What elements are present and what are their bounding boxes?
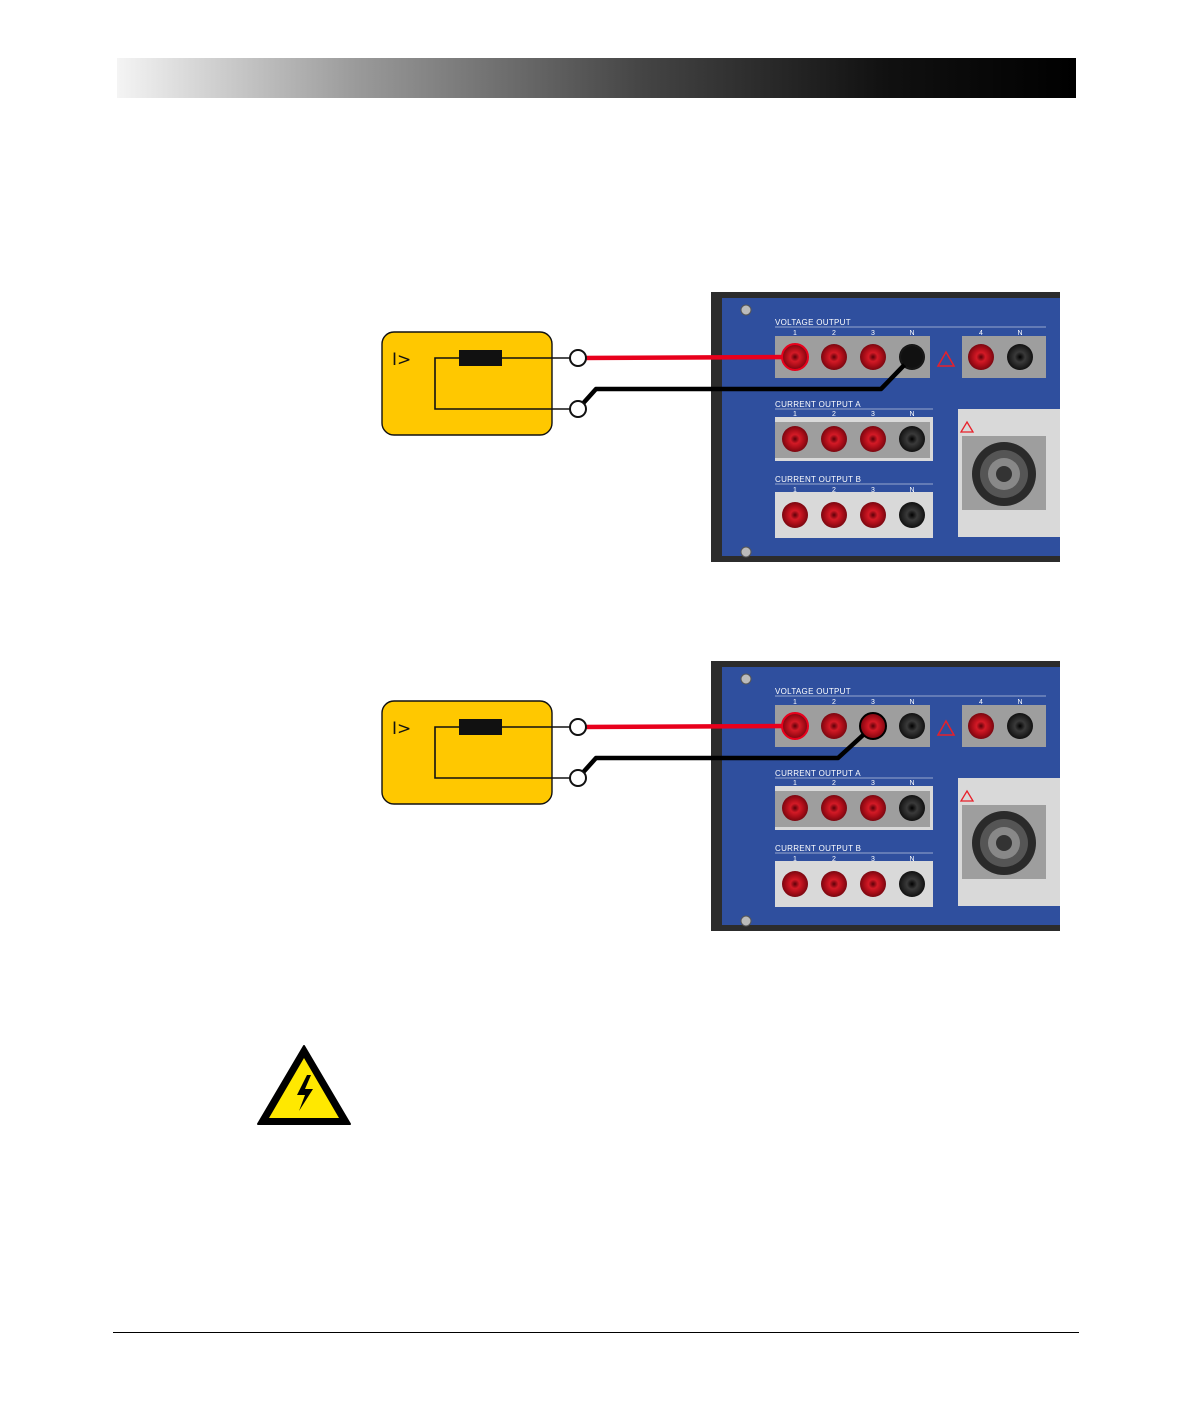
current-output-a-label: CURRENT OUTPUT A: [775, 769, 861, 778]
screw-icon: [741, 305, 751, 315]
socket-red[interactable]: [821, 795, 847, 821]
socket-number: N: [1017, 330, 1022, 337]
socket-number: 4: [979, 330, 983, 337]
socket-number: 3: [871, 699, 875, 706]
red-test-lead: [578, 357, 795, 358]
relay-coil: [459, 350, 502, 366]
socket-number: 3: [871, 411, 875, 418]
socket-number: 1: [793, 411, 797, 418]
screw-icon: [741, 674, 751, 684]
socket-red[interactable]: [860, 795, 886, 821]
socket-red[interactable]: [968, 713, 994, 739]
socket-red[interactable]: [782, 795, 808, 821]
screw-icon: [741, 547, 751, 557]
socket-red[interactable]: [782, 426, 808, 452]
socket-red[interactable]: [860, 426, 886, 452]
socket-number: N: [909, 411, 914, 418]
socket-number: 3: [871, 487, 875, 494]
socket-red[interactable]: [782, 871, 808, 897]
electrical-hazard-icon: [255, 1043, 353, 1127]
socket-number: 1: [793, 780, 797, 787]
socket-number: 2: [832, 487, 836, 494]
socket-red[interactable]: [821, 426, 847, 452]
wiring-diagram-1: VOLTAGE OUTPUT 1 2 3 N 4 N CURRENT OUTPU…: [370, 290, 1060, 565]
socket-black[interactable]: [899, 713, 925, 739]
relay-box: [382, 701, 552, 804]
socket-number: N: [909, 699, 914, 706]
relay-terminal[interactable]: [570, 350, 586, 366]
voltage-output-label: VOLTAGE OUTPUT: [775, 687, 851, 696]
red-test-lead: [578, 726, 795, 727]
relay-symbol: I>: [392, 350, 411, 370]
voltage-output-label: VOLTAGE OUTPUT: [775, 318, 851, 327]
socket-red[interactable]: [821, 713, 847, 739]
socket-number: 2: [832, 330, 836, 337]
socket-number: N: [1017, 699, 1022, 706]
socket-number: 1: [793, 330, 797, 337]
socket-red[interactable]: [968, 344, 994, 370]
socket-black[interactable]: [1007, 713, 1033, 739]
socket-number: 3: [871, 780, 875, 787]
socket-number: 3: [871, 856, 875, 863]
header-bar: [117, 58, 1076, 98]
socket-number: 3: [871, 330, 875, 337]
screw-icon: [741, 916, 751, 926]
socket-red[interactable]: [821, 502, 847, 528]
current-output-a-label: CURRENT OUTPUT A: [775, 400, 861, 409]
socket-number: 1: [793, 699, 797, 706]
socket-number: N: [909, 780, 914, 787]
footer-rule: [113, 1332, 1079, 1333]
relay-coil: [459, 719, 502, 735]
relay-terminal[interactable]: [570, 770, 586, 786]
socket-red[interactable]: [821, 871, 847, 897]
socket-number: 2: [832, 780, 836, 787]
socket-number: 2: [832, 699, 836, 706]
relay-box: [382, 332, 552, 435]
socket-black[interactable]: [899, 502, 925, 528]
socket-number: 4: [979, 699, 983, 706]
relay-terminal[interactable]: [570, 719, 586, 735]
socket-black[interactable]: [1007, 344, 1033, 370]
socket-number: 1: [793, 487, 797, 494]
socket-number: N: [909, 487, 914, 494]
socket-number: N: [909, 856, 914, 863]
socket-black[interactable]: [899, 795, 925, 821]
socket-red[interactable]: [860, 502, 886, 528]
socket-red[interactable]: [860, 344, 886, 370]
socket-number: N: [909, 330, 914, 337]
socket-black[interactable]: [899, 871, 925, 897]
socket-number: 2: [832, 411, 836, 418]
socket-red[interactable]: [782, 502, 808, 528]
current-output-b-label: CURRENT OUTPUT B: [775, 844, 861, 853]
wiring-diagram-2: VOLTAGE OUTPUT 1 2 3 N 4 N CURRENT OUTPU…: [370, 659, 1060, 934]
socket-red[interactable]: [821, 344, 847, 370]
current-output-b-label: CURRENT OUTPUT B: [775, 475, 861, 484]
socket-number: 1: [793, 856, 797, 863]
wiring-diagram-1-svg: VOLTAGE OUTPUT 1 2 3 N 4 N CURRENT OUTPU…: [370, 290, 1060, 565]
wiring-diagram-2-svg: VOLTAGE OUTPUT 1 2 3 N 4 N CURRENT OUTPU…: [370, 659, 1060, 934]
socket-red[interactable]: [860, 871, 886, 897]
relay-symbol: I>: [392, 719, 411, 739]
relay-terminal[interactable]: [570, 401, 586, 417]
socket-black[interactable]: [899, 426, 925, 452]
socket-number: 2: [832, 856, 836, 863]
